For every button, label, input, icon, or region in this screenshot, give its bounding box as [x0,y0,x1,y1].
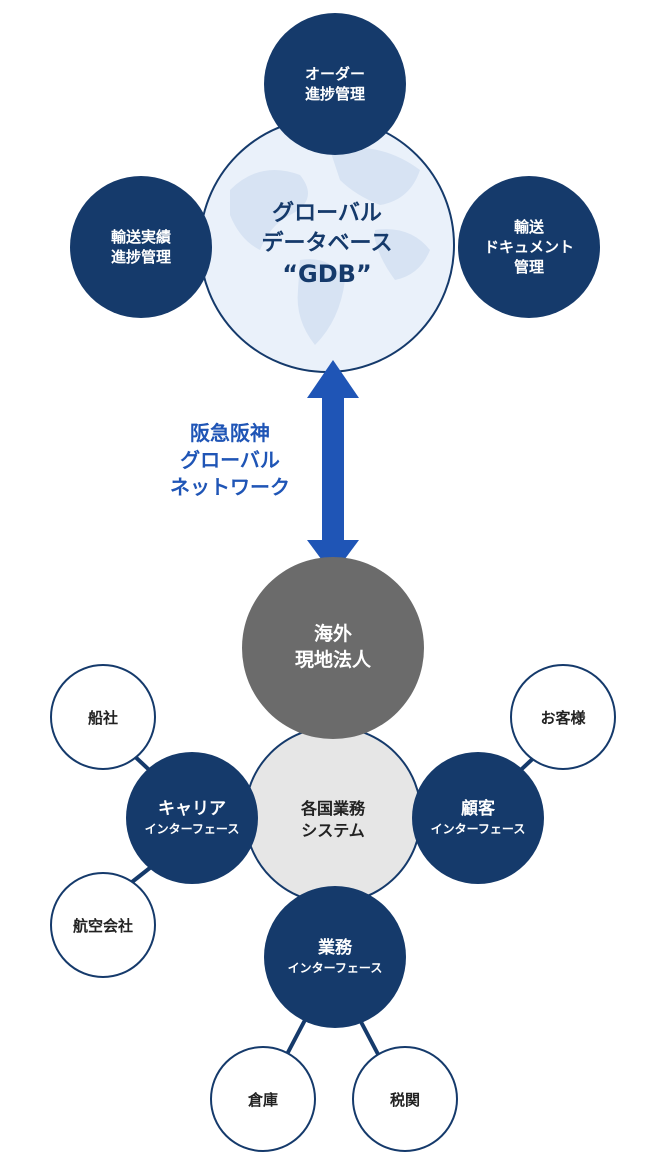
warehouse-label: 倉庫 [247,1090,278,1109]
customs-node: 税関 [352,1046,458,1152]
customer-sub: インターフェース [430,822,526,837]
globe-icon [199,117,455,373]
order-line-2: 進捗管理 [304,85,365,103]
order-progress-node: オーダー 進捗管理 [264,13,406,155]
customer-node: お客様 [510,664,616,770]
double-arrow-icon [307,360,359,575]
airline-label: 航空会社 [72,916,133,935]
transport-line-2: 進捗管理 [110,248,171,266]
carrier-title: キャリア [158,799,226,820]
gdb-line-2: データベース [261,230,393,256]
shipping-label: 船社 [87,708,118,727]
local-entity-node: 海外 現地法人 [242,557,424,739]
business-sub: インターフェース [287,961,383,976]
customs-label: 税関 [389,1090,420,1109]
transport-documents-node: 輸送 ドキュメント 管理 [458,176,600,318]
local-entity-line-2: 現地法人 [294,649,371,671]
systems-label: 各国業務 システム [265,785,401,855]
gdb-label: グローバル データベース “GDB” [240,180,414,310]
customer-interface-node: 顧客 インターフェース [412,752,544,884]
transport-progress-node: 輸送実績 進捗管理 [70,176,212,318]
network-line-2: グローバル [180,448,280,472]
gdb-line-1: グローバル [272,201,382,227]
network-line-1: 阪急阪神 [190,421,270,445]
warehouse-node: 倉庫 [210,1046,316,1152]
network-line-3: ネットワーク [170,475,290,499]
order-line-1: オーダー [304,64,365,83]
systems-line-1: 各国業務 [300,799,365,819]
shipping-company-node: 船社 [50,664,156,770]
business-interface-node: 業務 インターフェース [264,886,406,1028]
carrier-sub: インターフェース [144,822,240,837]
carrier-interface-node: キャリア インターフェース [126,752,258,884]
network-label: 阪急阪神 グローバル ネットワーク [150,420,310,501]
documents-line-1: 輸送 [513,217,544,236]
gdb-line-3: “GDB” [282,260,372,289]
business-title: 業務 [318,938,352,959]
airline-node: 航空会社 [50,872,156,978]
customer-title: 顧客 [461,799,495,820]
systems-line-2: システム [301,821,365,840]
documents-line-3: 管理 [513,258,544,277]
documents-line-2: ドキュメント [483,237,574,256]
customer-label: お客様 [540,708,586,727]
local-entity-line-1: 海外 [313,623,352,646]
transport-line-1: 輸送実績 [110,227,171,246]
